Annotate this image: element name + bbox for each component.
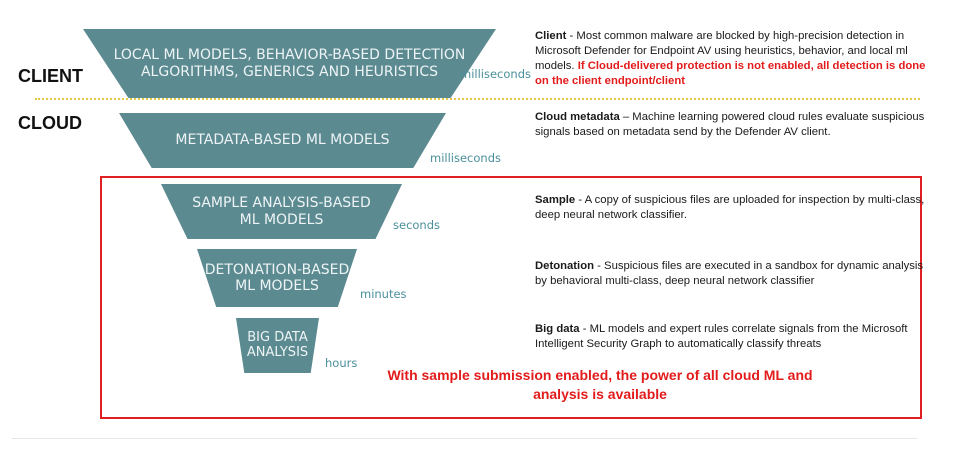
note-line1: With sample submission enabled, the powe… xyxy=(387,367,813,383)
description-text: - ML models and expert rules correlate s… xyxy=(535,323,908,350)
funnel-tier-detonation: DETONATION-BASED ML MODELS xyxy=(197,249,357,307)
description-big-data: Big data - ML models and expert rules co… xyxy=(535,322,930,352)
tier-label-line2: ML MODELS xyxy=(239,211,324,228)
funnel-tier-metadata-ml: METADATA-BASED ML MODELS xyxy=(119,113,446,168)
description-text: - Most common malware are blocked by hig… xyxy=(535,30,908,72)
tier-time-metadata-ml: milliseconds xyxy=(430,151,501,165)
cloud-zone-label: CLOUD xyxy=(18,113,82,133)
sample-submission-note: With sample submission enabled, the powe… xyxy=(340,366,860,404)
description-text: - Suspicious files are executed in a san… xyxy=(535,260,924,287)
description-warning: If Cloud-delivered protection is not ena… xyxy=(535,60,926,87)
tier-label-line1: BIG DATA xyxy=(247,329,308,345)
tier-label-line1: LOCAL ML MODELS, BEHAVIOR-BASED DETECTIO… xyxy=(113,47,466,64)
description-detonation: Detonation - Suspicious files are execut… xyxy=(535,259,930,289)
description-title: Sample xyxy=(535,194,576,206)
description-text: - A copy of suspicious files are uploade… xyxy=(535,194,925,221)
tier-time-local-ml: milliseconds xyxy=(460,67,531,81)
description-cloud-metadata: Cloud metadata – Machine learning powere… xyxy=(535,110,930,140)
funnel-tier-local-ml: LOCAL ML MODELS, BEHAVIOR-BASED DETECTIO… xyxy=(83,29,496,98)
description-sample: Sample - A copy of suspicious files are … xyxy=(535,193,930,223)
description-title: Big data xyxy=(535,323,580,335)
tier-time-big-data: hours xyxy=(325,356,358,370)
tier-label-line1: SAMPLE ANALYSIS-BASED xyxy=(192,195,371,212)
description-text: – Machine learning powered cloud rules e… xyxy=(535,111,925,138)
tier-label-line1: DETONATION-BASED xyxy=(204,261,350,278)
tier-label-line2: ML MODELS xyxy=(235,278,319,294)
tier-time-detonation: minutes xyxy=(360,287,407,301)
description-title: Detonation xyxy=(535,260,594,272)
client-cloud-divider xyxy=(35,98,920,100)
bottom-rule xyxy=(12,438,917,439)
note-line2: analysis is available xyxy=(533,386,667,402)
client-zone-label: CLIENT xyxy=(18,66,83,86)
description-title: Client xyxy=(535,30,567,42)
funnel-tier-big-data: BIG DATA ANALYSIS xyxy=(236,318,319,373)
funnel-tier-sample-analysis: SAMPLE ANALYSIS-BASED ML MODELS xyxy=(161,184,402,239)
tier-label-line1: METADATA-BASED ML MODELS xyxy=(175,132,390,149)
description-client: Client - Most common malware are blocked… xyxy=(535,29,930,89)
tier-label-line2: ALGORITHMS, GENERICS AND HEURISTICS xyxy=(140,63,438,80)
tier-time-sample-analysis: seconds xyxy=(393,218,441,232)
sample-submission-highlight-box xyxy=(100,176,922,419)
description-title: Cloud metadata xyxy=(535,111,620,123)
tier-label-line2: ANALYSIS xyxy=(246,344,309,360)
